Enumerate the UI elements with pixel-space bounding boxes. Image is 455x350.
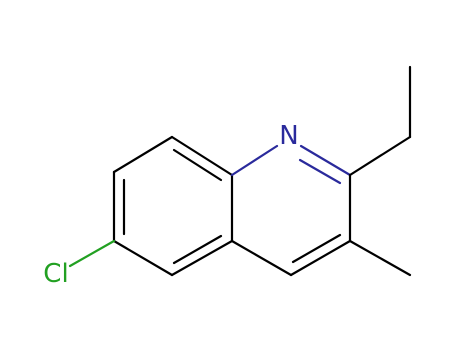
bond-c4-c4a xyxy=(230,239,293,277)
bond-c3-c4 xyxy=(289,239,352,277)
bond-n1-c2 xyxy=(299,144,352,177)
bond-c3-methyl xyxy=(348,239,412,277)
bond-c8a-n1 xyxy=(230,144,279,177)
bond-c6-cl xyxy=(68,239,116,268)
bond-c5-c4a xyxy=(170,239,234,277)
bond-c3-c4-inner xyxy=(291,233,342,264)
bond-c2-ethyl-ch2 xyxy=(348,135,412,177)
bond-c8-c8a-inner xyxy=(172,148,223,182)
chlorine-label: Cl xyxy=(43,259,68,289)
bond-c8a-c8 xyxy=(170,135,234,177)
bond-c5-c4a-inner xyxy=(172,234,223,265)
nitrogen-label: N xyxy=(279,121,298,151)
bond-c8-c7 xyxy=(112,135,174,174)
bond-c6-c5 xyxy=(112,239,174,277)
bond-n1-c2-inner xyxy=(298,158,342,185)
